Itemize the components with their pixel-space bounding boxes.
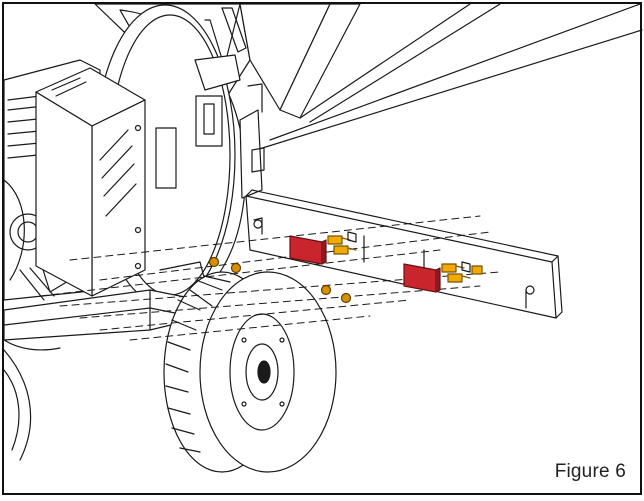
nut-4 (340, 292, 352, 304)
front-tire (163, 271, 337, 473)
bolt-5 (471, 265, 483, 275)
mounting-bar (245, 189, 563, 319)
bar-fasteners (347, 231, 471, 273)
rear-wheel (3, 349, 32, 461)
nut-2 (230, 262, 242, 274)
bracket-right (403, 263, 441, 293)
bracket-left (289, 235, 327, 265)
bolt-2 (333, 245, 357, 255)
engine-guard (35, 67, 146, 297)
nut-1 (208, 256, 220, 268)
nut-3 (320, 284, 332, 296)
bolt-3 (441, 263, 465, 273)
bolt-4 (447, 273, 471, 283)
figure-caption: Figure 6 (554, 461, 626, 482)
